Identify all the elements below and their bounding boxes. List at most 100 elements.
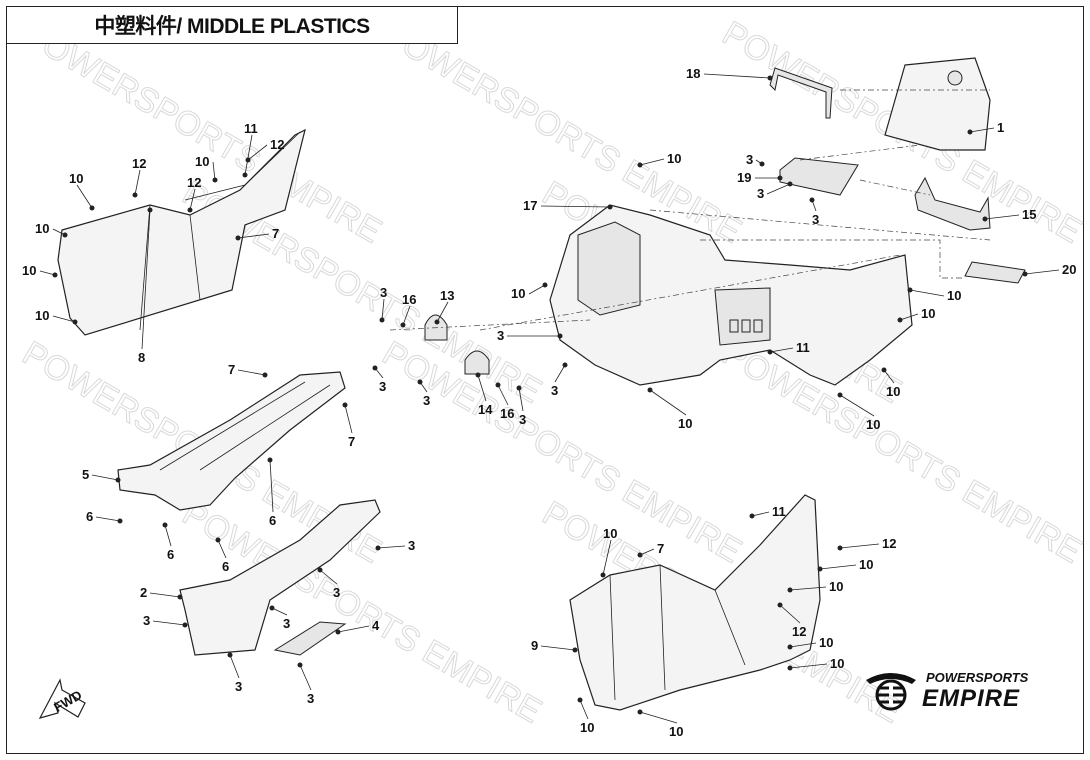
part-callout-6: 6 [222, 559, 229, 574]
fastener-icon [572, 647, 578, 653]
fastener-icon [335, 629, 341, 635]
fastener-icon [749, 513, 755, 519]
part-callout-19: 19 [737, 170, 751, 185]
leader-line [217, 539, 227, 559]
fastener-icon [637, 709, 643, 715]
leader-line [497, 384, 509, 406]
part-callout-11: 11 [772, 504, 786, 519]
fastener-icon [475, 372, 481, 378]
part-callout-20: 20 [1062, 262, 1076, 277]
fastener-icon [647, 387, 653, 393]
leader-line [518, 387, 524, 412]
part-callout-10: 10 [22, 263, 36, 278]
logo-text-top: POWERSPORTS [926, 670, 1029, 685]
leader-line [244, 134, 253, 176]
fastener-icon [809, 197, 815, 203]
fastener-icon [577, 697, 583, 703]
fastener-icon [317, 567, 323, 573]
fastener-icon [637, 552, 643, 558]
leader-line [540, 645, 576, 651]
part-callout-3: 3 [143, 613, 150, 628]
leader-line [381, 298, 385, 321]
fastener-icon [777, 602, 783, 608]
fastener-icon [52, 272, 58, 278]
fastener-icon [115, 477, 121, 483]
leader-line [271, 607, 288, 616]
fastener-icon [516, 385, 522, 391]
fastener-icon [242, 172, 248, 178]
part-callout-10: 10 [603, 526, 617, 541]
fastener-icon [227, 652, 233, 658]
part-callout-8: 8 [138, 350, 145, 365]
part-callout-3: 3 [408, 538, 415, 553]
fastener-icon [787, 665, 793, 671]
part-callout-1: 1 [997, 120, 1004, 135]
leader-line [164, 524, 172, 547]
fastener-icon [147, 207, 153, 213]
leader-line [779, 604, 801, 624]
part-callout-12: 12 [187, 175, 201, 190]
leader-line [436, 301, 449, 323]
leader-line [52, 315, 76, 323]
leader-line [319, 569, 338, 585]
part-callout-15: 15 [1022, 207, 1036, 222]
part-callout-6: 6 [86, 509, 93, 524]
logo-text-bottom: EMPIRE [922, 685, 1021, 712]
fastener-icon [342, 402, 348, 408]
leader-line [703, 73, 771, 79]
leader-line [377, 545, 406, 549]
part-callout-3: 3 [519, 412, 526, 427]
leader-line [639, 548, 655, 556]
part-clip-14 [464, 350, 490, 375]
fastener-icon [495, 382, 501, 388]
fastener-icon [297, 662, 303, 668]
part-callout-10: 10 [669, 724, 683, 739]
leader-line [76, 184, 93, 209]
part-callout-13: 13 [440, 288, 454, 303]
part-callout-12: 12 [270, 137, 284, 152]
part-callout-10: 10 [859, 557, 873, 572]
part-bracket-15 [914, 176, 991, 231]
fastener-icon [62, 232, 68, 238]
fastener-icon [379, 317, 385, 323]
fastener-icon [417, 379, 423, 385]
fastener-icon [269, 605, 275, 611]
part-callout-3: 3 [757, 186, 764, 201]
part-callout-3: 3 [283, 616, 290, 631]
brand-logo: POWERSPORTS EMPIRE [862, 668, 1062, 716]
fastener-icon [215, 537, 221, 543]
fastener-icon [162, 522, 168, 528]
page-title: 中塑料件/ MIDDLE PLASTICS [6, 6, 458, 44]
leader-line [769, 347, 794, 353]
leader-line [899, 313, 919, 321]
leader-line [141, 209, 151, 350]
part-callout-3: 3 [812, 212, 819, 227]
drawing-frame [6, 6, 1084, 754]
fastener-icon [542, 282, 548, 288]
part-plate [273, 621, 347, 656]
leader-line [95, 516, 121, 522]
part-right-side-panel [569, 494, 821, 711]
part-callout-11: 11 [796, 340, 810, 355]
fastener-icon [607, 204, 613, 210]
part-handle [769, 67, 833, 119]
leader-line [839, 543, 880, 549]
leader-line [766, 183, 791, 195]
leader-line [402, 305, 411, 326]
leader-line [91, 474, 119, 481]
part-callout-10: 10 [866, 417, 880, 432]
part-callout-10: 10 [35, 308, 49, 323]
part-callout-3: 3 [423, 393, 430, 408]
leader-line [969, 127, 995, 133]
leader-line [149, 592, 181, 598]
fastener-icon [600, 572, 606, 578]
leader-line [579, 699, 589, 720]
fastener-icon [72, 319, 78, 325]
fastener-icon [434, 319, 440, 325]
part-callout-7: 7 [657, 541, 664, 556]
fastener-icon [212, 177, 218, 183]
fastener-icon [837, 545, 843, 551]
leader-line [751, 511, 770, 517]
part-callout-12: 12 [882, 536, 896, 551]
leader-line [189, 188, 196, 211]
